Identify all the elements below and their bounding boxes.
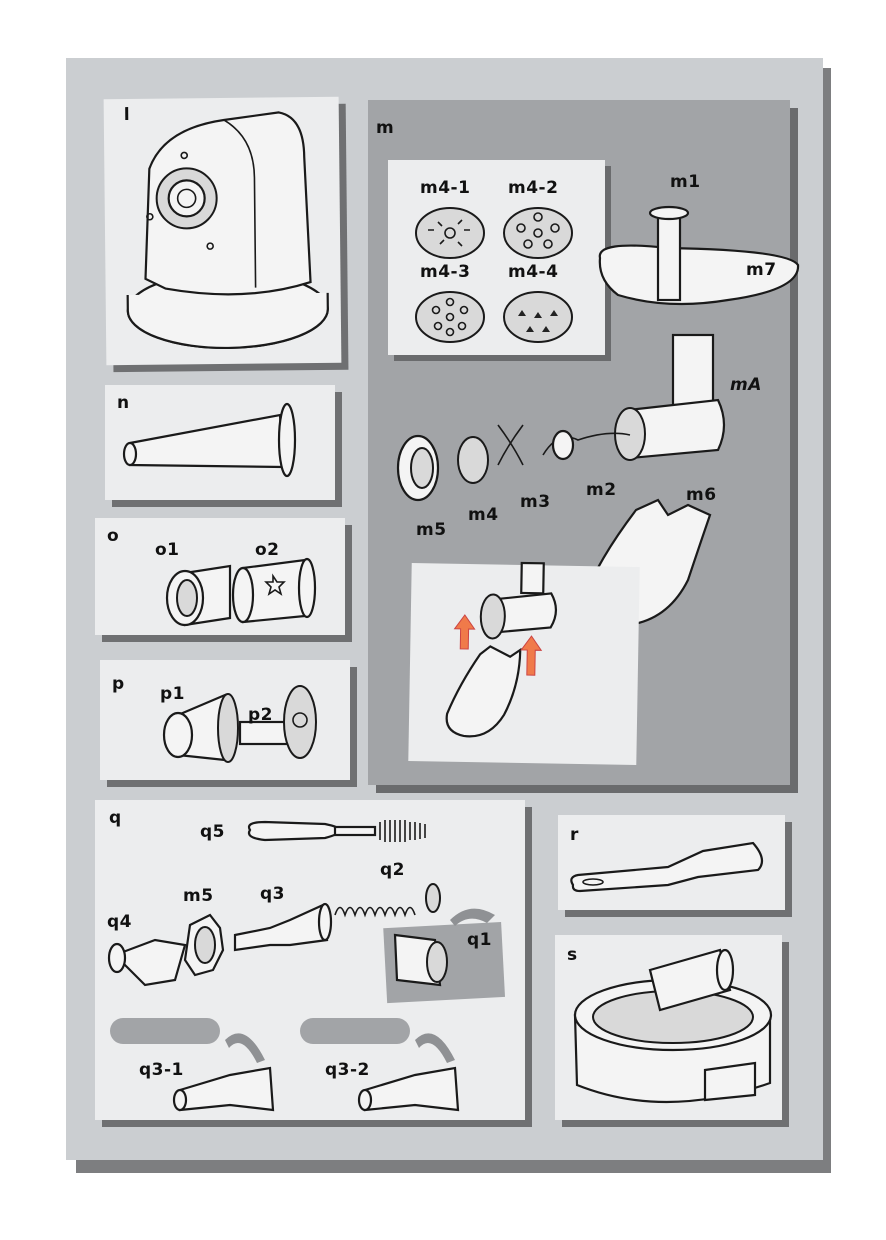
kebbe-attachment-illustration — [165, 557, 317, 627]
section-label-o: o — [107, 526, 120, 546]
part-label-q3: q3 — [260, 884, 285, 904]
part-label-q4: q4 — [107, 912, 132, 932]
section-label-p: p — [112, 674, 125, 694]
part-label-q-m5: m5 — [183, 886, 214, 906]
part-label-mA: mA — [730, 375, 762, 395]
sausage-nozzle-illustration — [122, 402, 297, 478]
section-label-q: q — [109, 808, 122, 828]
panel-s: s — [555, 935, 782, 1120]
part-label-m5: m5 — [416, 520, 447, 540]
disc-label-m4-3: m4-3 — [420, 262, 471, 282]
panel-r: r — [558, 815, 785, 910]
assembly-inset — [408, 561, 640, 765]
assembly-illustration — [445, 561, 558, 738]
disc-label-m4-1: m4-1 — [420, 178, 471, 198]
part-label-q3-2: q3-2 — [325, 1060, 370, 1080]
grinding-discs-illustration — [415, 207, 573, 343]
part-label-m6: m6 — [686, 485, 717, 505]
section-label-r: r — [570, 825, 579, 845]
pasta-attachment-illustration — [162, 685, 317, 763]
panel-m: m m4-1 m4-2 m4-3 m4-4 m1 m7 mA m2 m3 m4 … — [368, 100, 800, 785]
part-label-q2: q2 — [380, 860, 405, 880]
section-label-m: m — [376, 118, 395, 138]
juicer-attachment-illustration — [107, 820, 506, 1112]
juice-container-illustration — [573, 948, 773, 1104]
panel-p: p p1 p2 — [100, 660, 350, 780]
part-label-q5: q5 — [200, 822, 225, 842]
panel-q: q q5 q4 m5 q3 q2 q1 q3-1 q3-2 — [95, 800, 525, 1120]
part-label-m1: m1 — [670, 172, 701, 192]
part-label-m7: m7 — [746, 260, 777, 280]
part-label-m2: m2 — [586, 480, 617, 500]
section-label-l: l — [123, 104, 131, 126]
panel-n: n — [105, 385, 335, 500]
section-label-n: n — [117, 393, 130, 413]
panel-o: o o1 o2 — [95, 518, 345, 635]
part-label-p1: p1 — [160, 684, 185, 704]
part-label-q3-1: q3-1 — [139, 1060, 184, 1080]
disc-label-m4-2: m4-2 — [508, 178, 559, 198]
part-label-m4: m4 — [468, 505, 499, 525]
pusher-spatula-illustration — [570, 841, 764, 893]
part-label-q1: q1 — [467, 930, 492, 950]
part-label-o2: o2 — [255, 540, 280, 560]
disc-label-m4-4: m4-4 — [508, 262, 559, 282]
part-label-p2: p2 — [248, 705, 273, 725]
section-label-s: s — [567, 945, 578, 965]
grinding-discs-inset: m4-1 m4-2 m4-3 m4-4 — [388, 160, 605, 355]
panel-l: l — [103, 96, 342, 366]
part-label-o1: o1 — [155, 540, 180, 560]
motor-unit-illustration — [126, 111, 329, 350]
part-label-m3: m3 — [520, 492, 551, 512]
